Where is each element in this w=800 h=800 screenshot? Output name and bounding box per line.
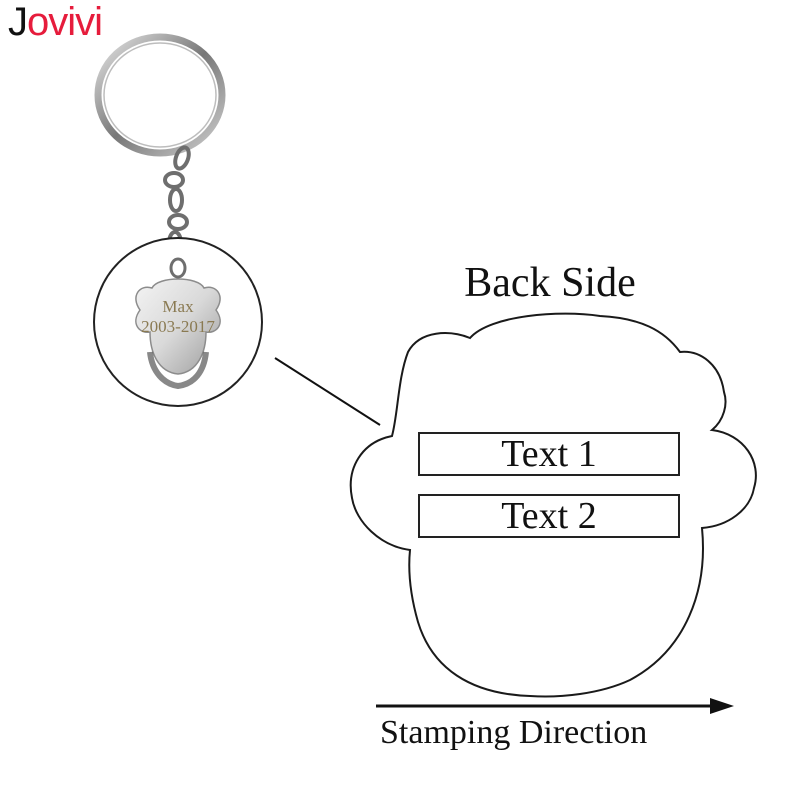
key-ring bbox=[94, 33, 226, 157]
back-side-title: Back Side bbox=[464, 260, 636, 306]
engraving-dates: 2003-2017 bbox=[141, 317, 215, 336]
text-field-1: Text 1 bbox=[418, 432, 680, 476]
engraving-name: Max bbox=[162, 297, 194, 316]
stamping-direction-label: Stamping Direction bbox=[380, 714, 648, 751]
arrow-right-icon bbox=[376, 698, 734, 714]
text-field-2: Text 2 bbox=[418, 494, 680, 538]
brand-logo: Jovivi bbox=[8, 0, 103, 44]
small-tag bbox=[135, 257, 221, 390]
connector-line bbox=[274, 357, 381, 426]
text-field-1-label: Text 1 bbox=[501, 433, 597, 475]
text-field-2-label: Text 2 bbox=[501, 495, 597, 537]
brand-logo-rest: ovivi bbox=[27, 0, 103, 44]
brand-logo-first: J bbox=[8, 0, 28, 44]
back-side-shape bbox=[349, 312, 757, 698]
